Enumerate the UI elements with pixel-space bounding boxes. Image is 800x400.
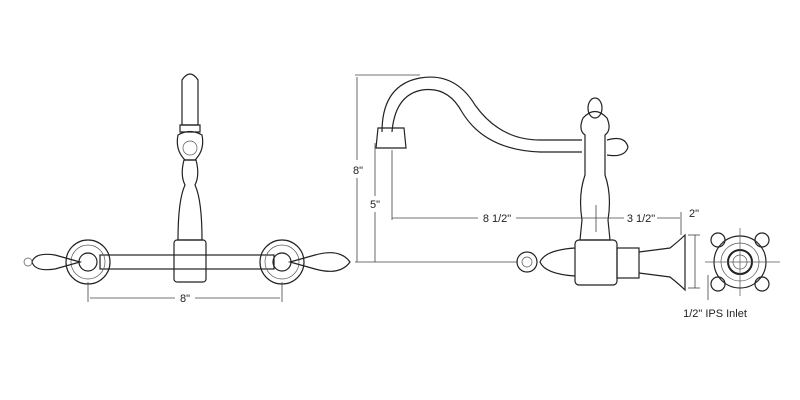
left-escutcheon xyxy=(23,239,111,285)
total-height-label: 8" xyxy=(353,165,363,177)
side-spout xyxy=(381,76,582,153)
front-bridge xyxy=(99,254,275,270)
side-body xyxy=(579,110,611,241)
spout-reach-label: 8 1/2" xyxy=(483,213,511,225)
side-handle xyxy=(606,137,629,157)
inlet-label: 1/2" IPS Inlet xyxy=(683,308,747,320)
side-valve-body xyxy=(574,239,618,286)
wall-depth-label: 3 1/2" xyxy=(627,213,655,225)
side-view: 8" 5" 8 1/2" 3 1/2" 2" 1/2" IPS Inlet xyxy=(353,74,780,320)
front-spout-tip xyxy=(181,73,199,126)
front-view: 8" xyxy=(23,73,351,305)
front-base xyxy=(173,239,207,283)
front-body xyxy=(177,159,203,241)
front-width-label: 8" xyxy=(180,293,190,305)
right-escutcheon xyxy=(259,239,351,285)
side-nut xyxy=(616,247,640,279)
front-spout-collar xyxy=(176,124,204,161)
side-valve-nose xyxy=(539,247,576,277)
left-lever xyxy=(31,253,83,271)
right-lever xyxy=(287,252,351,272)
side-outlet-ring xyxy=(516,251,538,273)
side-flange xyxy=(638,233,686,292)
aerator xyxy=(375,127,407,149)
handle-finial xyxy=(587,97,603,119)
inlet-end-view xyxy=(705,228,780,296)
escutcheon-diameter-label: 2" xyxy=(689,208,699,220)
spout-height-label: 5" xyxy=(370,199,380,211)
